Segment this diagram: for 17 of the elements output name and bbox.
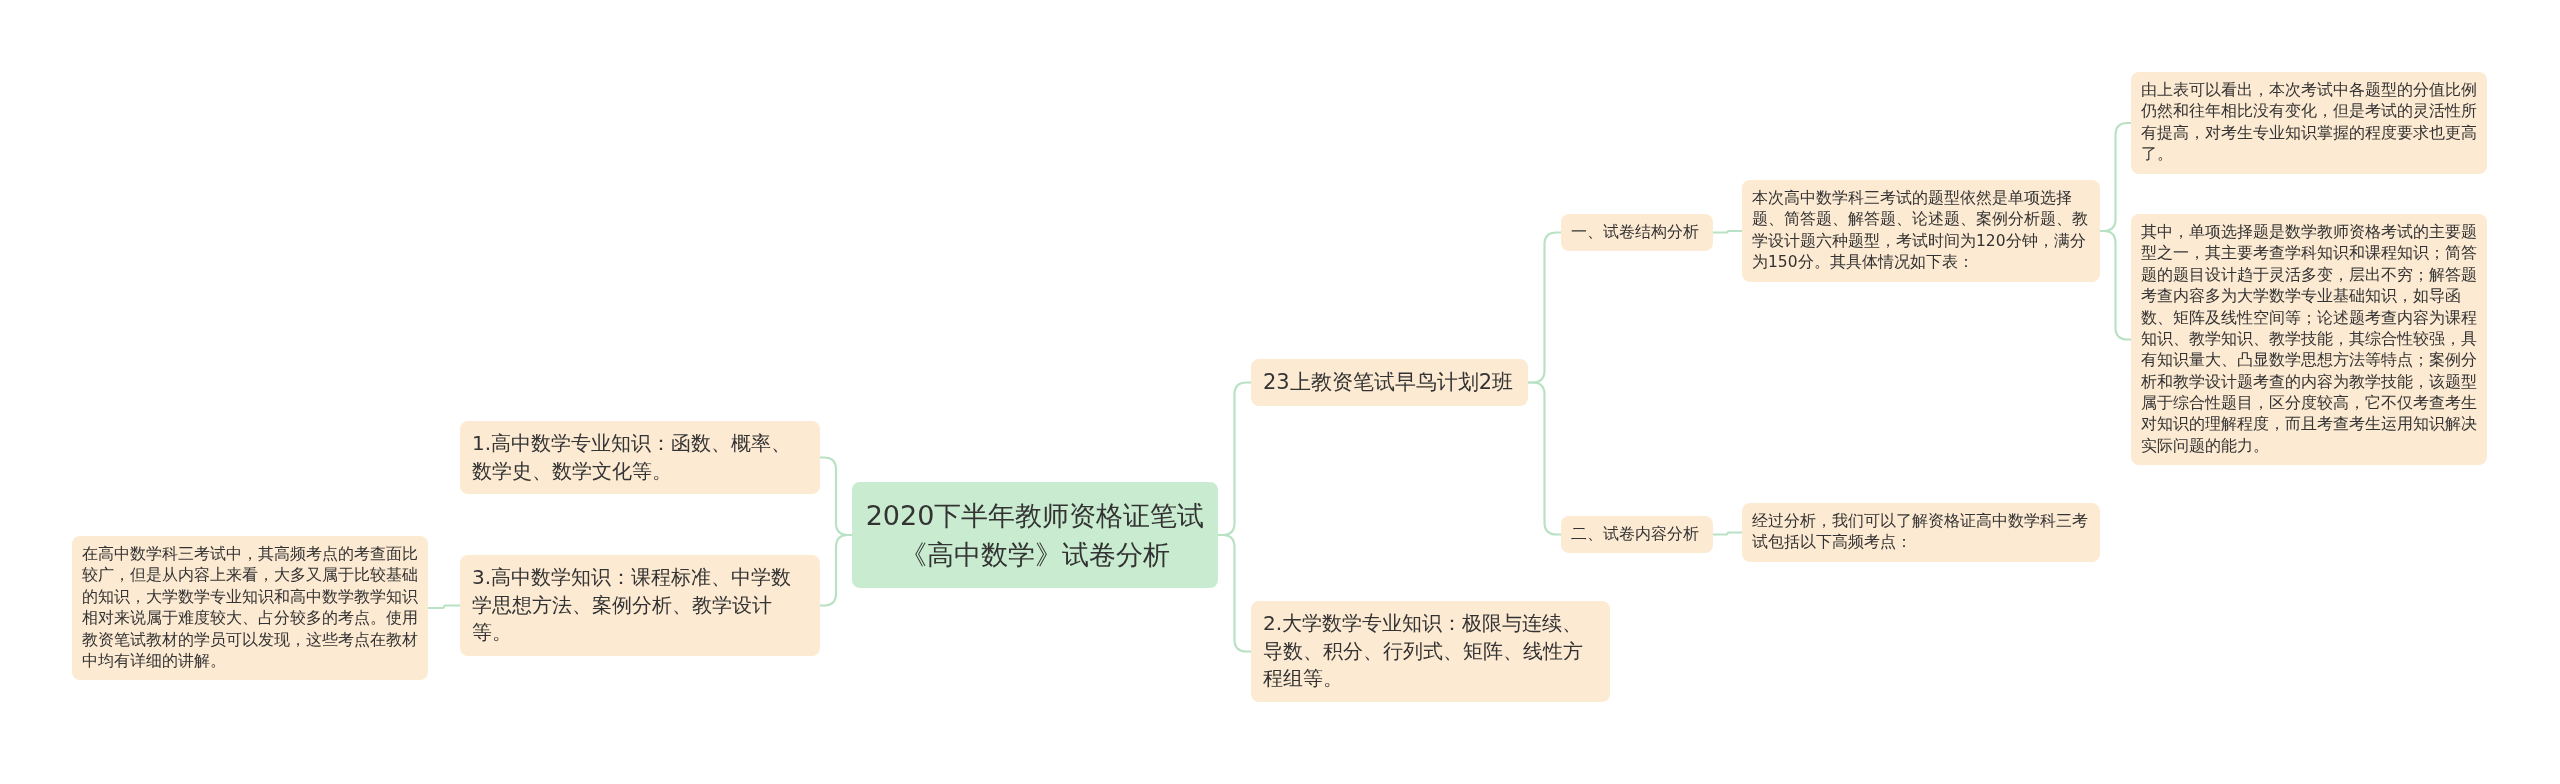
note-box: 二、试卷内容分析 <box>1561 516 1713 554</box>
note-box: 由上表可以看出，本次考试中各题型的分值比例仍然和往年相比没有变化，但是考试的灵活性所有提高，对考生专业知识掌握的程度要求也更高了。 <box>2131 72 2487 174</box>
topic-box: 1.高中数学专业知识：函数、概率、数学史、数学文化等。 <box>460 421 820 495</box>
note-box: 一、试卷结构分析 <box>1561 214 1713 252</box>
central-topic-box: 2020下半年教师资格证笔试《高中数学》试卷分析 <box>852 482 1218 589</box>
connector-line <box>1528 381 1561 536</box>
note-box: 本次高中数学科三考试的题型依然是单项选择题、简答题、解答题、论述题、案例分析题、教学设计题六种题型，考试时间为120分钟，满分为150分。其具体情况如下表： <box>1742 180 2100 282</box>
note-box: 其中，单项选择题是数学教师资格考试的主要题型之一，其主要考查学科知识和课程知识；简答题的题目设计趋于灵活多变，层出不穷；解答题考查内容多为大学数学专业基础知识，如导函数、矩阵及线性空间等；论述题考查内容为课程知识、教学知识、教学技能，其综合性较强，具有知识量大、凸显数学思想方法等特点；案例分析和教学设计题考查的内容为教学技能，该题型属于综合性题目，区分度较高，它不仅考查考生对知识的理解程度，而且考查考生运用知识解决实际问题的能力。 <box>2131 214 2487 466</box>
note-box: 在高中数学科三考试中，其高频考点的考查面比较广，但是从内容上来看，大多又属于比较基础的知识，大学数学专业知识和高中数学教学知识相对来说属于难度较大、占分较多的考点。使用教资笔试教材的学员可以发现，这些考点在教材中均有详细的讲解。 <box>72 536 428 681</box>
connector-line <box>1218 533 1251 653</box>
note-box: 经过分析，我们可以了解资格证高中数学科三考试包括以下高频考点： <box>1742 503 2100 562</box>
topic-box: 3.高中数学知识：课程标准、中学数学思想方法、案例分析、教学设计等。 <box>460 555 820 656</box>
connector-line <box>428 604 460 610</box>
topic-box: 2.大学数学专业知识：极限与连续、导数、积分、行列式、矩阵、线性方程组等。 <box>1251 601 1610 702</box>
topic-box: 23上教资笔试早鸟计划2班 <box>1251 359 1528 406</box>
connector-line <box>1713 531 1742 536</box>
connector-line <box>1713 229 1742 234</box>
